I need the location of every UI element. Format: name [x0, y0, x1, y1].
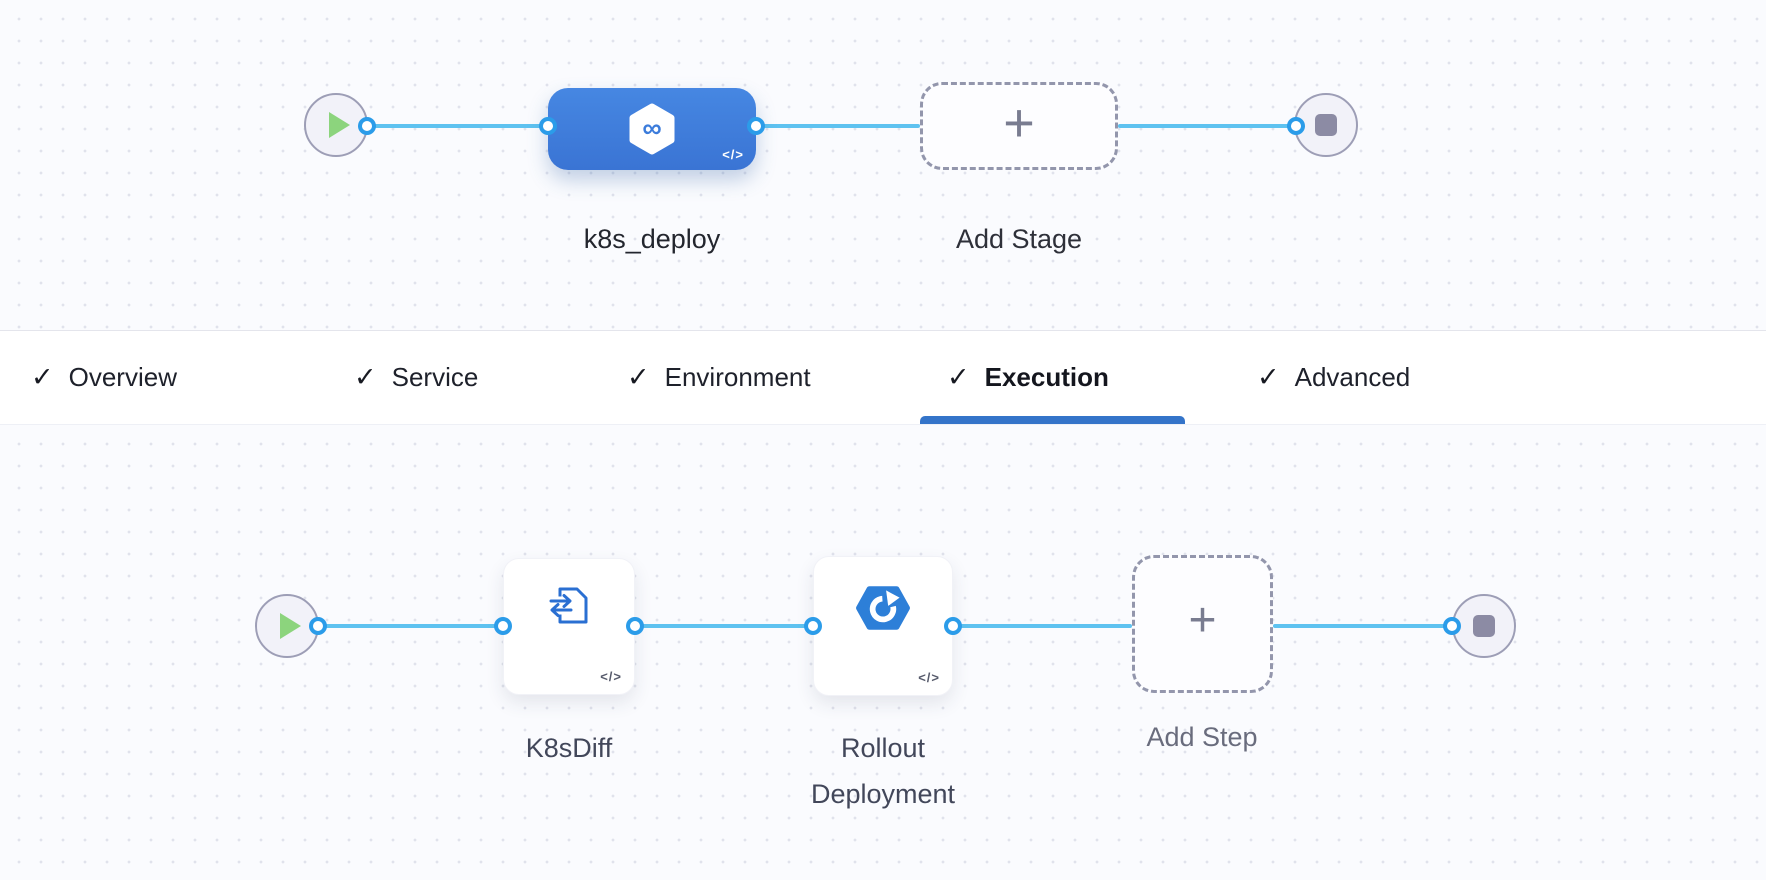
check-icon: ✓	[947, 362, 970, 392]
port-dot[interactable]	[804, 617, 822, 635]
code-view-badge: </>	[918, 670, 940, 685]
plus-icon: +	[1188, 594, 1217, 647]
plus-icon: +	[1003, 93, 1035, 153]
play-icon	[329, 112, 350, 138]
execution-end-node[interactable]	[1452, 594, 1516, 658]
stage-start-node[interactable]	[304, 93, 368, 157]
tab-service[interactable]: ✓ Service	[354, 331, 478, 424]
stage-config-tabs: ✓ Overview ✓ Service ✓ Environment ✓ Exe…	[0, 330, 1766, 425]
port-dot[interactable]	[626, 617, 644, 635]
tab-environment[interactable]: ✓ Environment	[627, 331, 811, 424]
check-icon: ✓	[31, 362, 54, 392]
stop-icon	[1315, 114, 1337, 136]
infinity-glyph: ∞	[642, 113, 661, 143]
step-name-label: K8sDiff	[525, 733, 613, 763]
code-view-badge: </>	[722, 147, 744, 162]
tab-label: Execution	[984, 362, 1109, 392]
connector-edge	[367, 124, 548, 128]
code-view-badge: </>	[600, 669, 622, 684]
port-dot[interactable]	[1443, 617, 1461, 635]
check-icon: ✓	[1257, 362, 1280, 392]
check-icon: ✓	[354, 362, 377, 392]
connector-edge	[318, 624, 503, 628]
connector-edge	[635, 624, 813, 628]
stage-name-label: k8s_deploy	[583, 224, 721, 254]
stage-node-k8s-deploy[interactable]: ∞ </>	[548, 88, 756, 170]
tab-label: Advanced	[1294, 362, 1411, 392]
port-dot[interactable]	[358, 117, 376, 135]
port-dot[interactable]	[944, 617, 962, 635]
rollout-hexagon-icon	[856, 586, 910, 630]
tab-label: Overview	[68, 362, 177, 392]
connector-edge	[1273, 624, 1452, 628]
port-dot[interactable]	[747, 117, 765, 135]
add-stage-button[interactable]: +	[920, 82, 1118, 170]
tab-advanced[interactable]: ✓ Advanced	[1257, 331, 1410, 424]
stage-graph-canvas[interactable]: ∞ </> + k8s_deploy Add Stage	[0, 0, 1766, 330]
tab-execution[interactable]: ✓ Execution	[947, 331, 1109, 424]
tab-label: Service	[391, 362, 479, 392]
connector-edge	[953, 624, 1132, 628]
add-stage-label: Add Stage	[955, 224, 1083, 254]
check-icon: ✓	[627, 362, 650, 392]
connector-edge	[1118, 124, 1296, 128]
port-dot[interactable]	[494, 617, 512, 635]
step-name-label: Rollout Deployment	[810, 733, 956, 809]
stop-icon	[1473, 615, 1495, 637]
add-step-button[interactable]: +	[1132, 555, 1273, 693]
play-icon	[280, 613, 301, 639]
harness-stage-icon: ∞	[629, 103, 675, 155]
execution-graph-canvas[interactable]: </> </> + K8sDiff Rollout Deployment Add…	[0, 425, 1766, 880]
port-dot[interactable]	[1287, 117, 1305, 135]
step-node-rollout-deployment[interactable]: </>	[813, 556, 953, 696]
active-tab-indicator	[920, 416, 1185, 424]
tab-overview[interactable]: ✓ Overview	[31, 331, 177, 424]
connector-edge	[756, 124, 920, 128]
port-dot[interactable]	[539, 117, 557, 135]
port-dot[interactable]	[309, 617, 327, 635]
step-node-k8sdiff[interactable]: </>	[503, 558, 635, 695]
tab-label: Environment	[664, 362, 811, 392]
diff-document-icon	[549, 587, 588, 624]
add-step-label: Add Step	[1146, 722, 1258, 752]
